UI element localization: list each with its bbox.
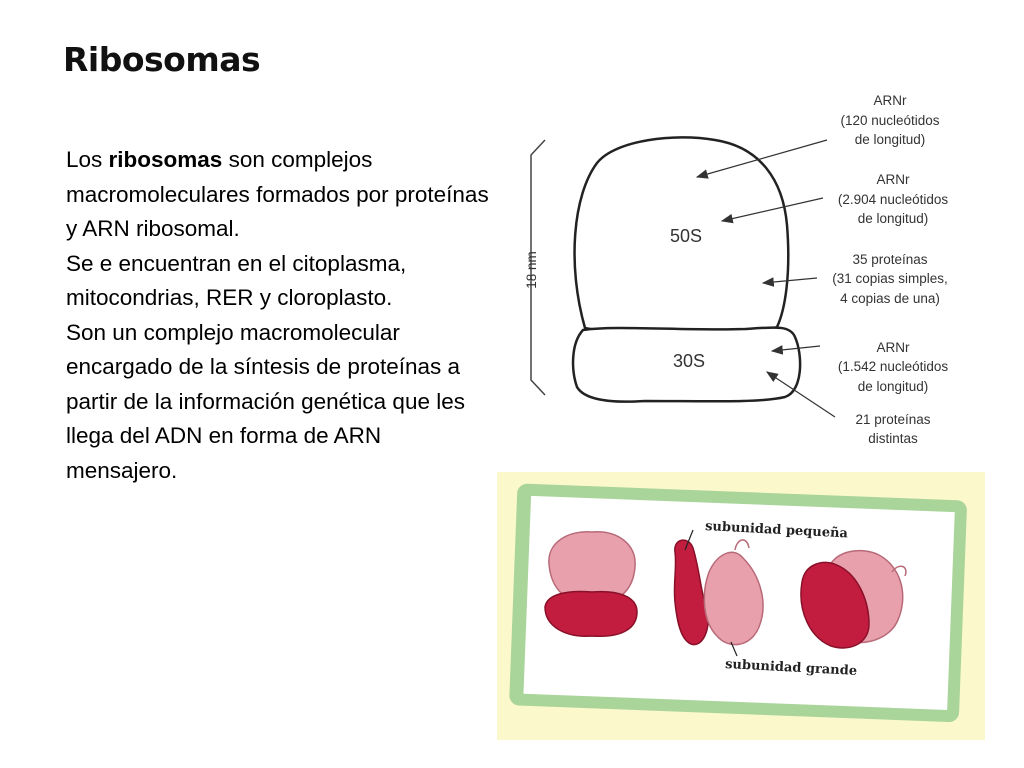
svg-text:de longitud): de longitud) (858, 211, 929, 226)
paragraph-location: Se e encuentran en el citoplasma, mitoco… (66, 250, 407, 311)
ribosome-illustration: subunidad pequeña subunidad grande (497, 472, 985, 740)
svg-text:ARNr: ARNr (877, 340, 911, 355)
svg-text:(1.542 nucleótidos: (1.542 nucleótidos (838, 359, 949, 374)
svg-text:21 proteínas: 21 proteínas (855, 412, 930, 427)
svg-text:(2.904 nucleótidos: (2.904 nucleótidos (838, 192, 949, 207)
size-label: 18 nm (524, 251, 539, 289)
ribosome-assembled-view (800, 549, 907, 649)
highlight-ribosomas: ribosomas (108, 147, 223, 172)
body-text: Los ribosomas son complejos macromolecul… (66, 143, 496, 488)
svg-text:(120 nucleótidos: (120 nucleótidos (840, 113, 939, 128)
label-subunidad-grande: subunidad grande (725, 657, 858, 679)
scale-bracket (530, 139, 546, 396)
svg-text:35 proteínas: 35 proteínas (852, 252, 927, 267)
svg-text:ARNr: ARNr (877, 172, 911, 187)
svg-text:de longitud): de longitud) (855, 132, 926, 147)
svg-text:(31 copias simples,: (31 copias simples, (832, 271, 948, 286)
label-50s: 50S (670, 226, 702, 246)
annotation-proteins-35: 35 proteínas (31 copias simples, 4 copia… (761, 252, 948, 306)
ribosome-side-view (673, 539, 764, 646)
ribosome-diagram: 18 nm 50S 30S ARNr (120 nucleótidos de l… (524, 93, 949, 446)
annotation-rrna-1542: ARNr (1.542 nucleótidos de longitud) (770, 340, 949, 394)
svg-text:4 copias de una): 4 copias de una) (840, 291, 940, 306)
label-subunidad-pequena: subunidad pequeña (705, 519, 849, 541)
annotation-proteins-21: 21 proteínas distintas (765, 371, 931, 446)
svg-text:de longitud): de longitud) (858, 379, 929, 394)
small-subunit-outline (571, 326, 802, 403)
label-30s: 30S (673, 351, 705, 371)
paragraph-definition: Los ribosomas son complejos macromolecul… (66, 147, 489, 241)
svg-text:distintas: distintas (868, 431, 918, 446)
paragraph-function: Son un complejo macromolecular encargado… (66, 319, 465, 483)
annotation-rrna-120: ARNr (120 nucleótidos de longitud) (695, 93, 940, 179)
annotation-rrna-2904: ARNr (2.904 nucleótidos de longitud) (720, 172, 949, 226)
svg-text:ARNr: ARNr (874, 93, 908, 108)
ribosome-front-view (544, 531, 638, 638)
slide-title: Ribosomas (63, 40, 261, 79)
